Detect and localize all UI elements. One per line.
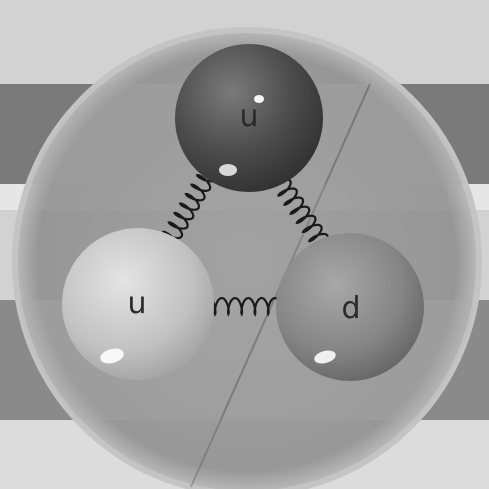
quark-top-label: u [239,99,258,134]
quark-top: u [175,44,323,192]
quark-right: d [276,233,424,381]
quark-left: u [62,228,214,380]
quark-right-label: d [341,291,360,326]
quark-left-label: u [127,286,146,321]
